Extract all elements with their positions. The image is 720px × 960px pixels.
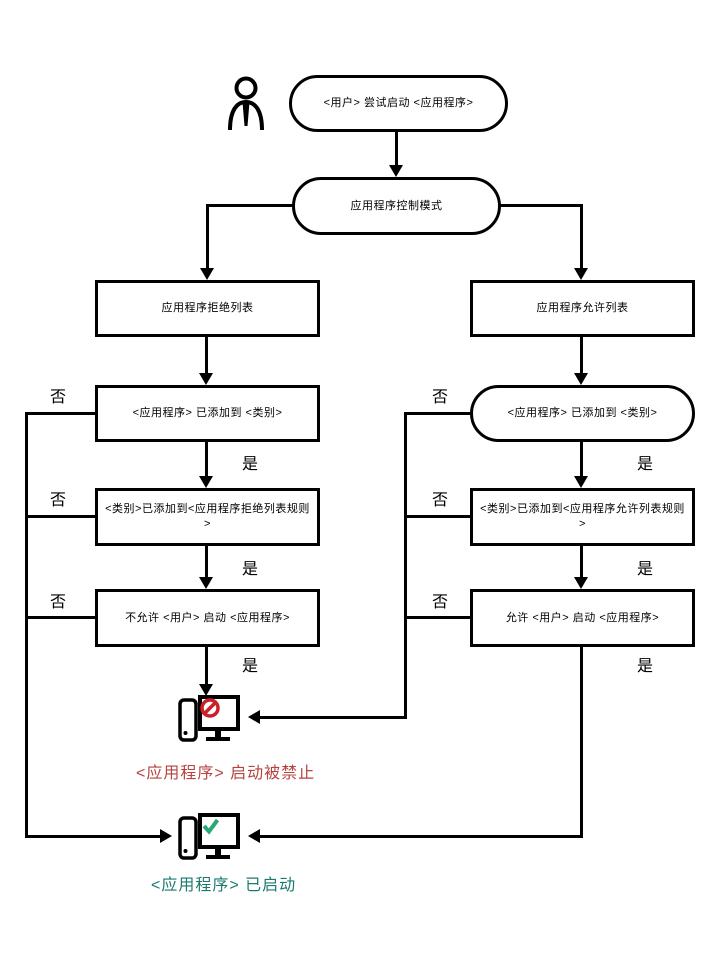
arrowhead-start-to-mode (389, 165, 403, 177)
node-deny-app-in-category: <应用程序> 已添加到 <类别> (95, 385, 320, 442)
label-allow-no-2: 否 (432, 492, 450, 509)
edge-deny-yes-1 (205, 442, 208, 477)
edge-allowlist-down (580, 337, 583, 374)
node-allowlist: 应用程序允许列表 (470, 280, 695, 337)
edge-deny-no-1 (25, 412, 95, 415)
edge-mode-to-denylist-v (206, 204, 209, 268)
arrowhead-allow-no-to-blocked (248, 710, 260, 724)
arrowhead-deny-no-to-started (160, 829, 172, 843)
node-allowlist-label: 应用程序允许列表 (536, 302, 629, 315)
node-allow-category-in-rules-label: <类别>已添加到<应用程序允许列表规则> (480, 503, 685, 530)
node-denylist-label: 应用程序拒绝列表 (161, 302, 254, 315)
label-deny-no-2: 否 (50, 492, 68, 509)
edge-allow-no-to-blocked (260, 716, 407, 719)
node-allow-launch-rule: 允许 <用户> 启动 <应用程序> (470, 589, 695, 647)
label-allow-no-1: 否 (432, 389, 450, 406)
node-deny-category-in-rules: <类别>已添加到<应用程序拒绝列表规则> (95, 488, 320, 546)
result-blocked-label: <应用程序> 启动被禁止 (136, 765, 316, 782)
label-allow-yes-2: 是 (637, 561, 655, 578)
edge-allow-yes-3-v (580, 647, 583, 838)
edge-deny-no-to-started (25, 835, 160, 838)
computer-started-icon (178, 813, 246, 868)
arrowhead-deny-yes-1 (199, 476, 213, 488)
arrowhead-deny-yes-3 (199, 684, 213, 696)
node-allow-app-in-category: <应用程序> 已添加到 <类别> (470, 385, 695, 442)
node-allow-launch-rule-label: 允许 <用户> 启动 <应用程序> (505, 611, 660, 624)
edge-allow-no-1 (405, 412, 470, 415)
node-deny-launch-rule-label: 不允许 <用户> 启动 <应用程序> (125, 611, 290, 624)
node-allow-category-in-rules: <类别>已添加到<应用程序允许列表规则> (470, 488, 695, 546)
edge-mode-to-allowlist-h (500, 204, 583, 207)
node-start: <用户> 尝试启动 <应用程序> (289, 75, 508, 132)
arrowhead-deny-yes-2 (199, 577, 213, 589)
node-denylist: 应用程序拒绝列表 (95, 280, 320, 337)
edge-allow-no-3 (405, 616, 470, 619)
label-deny-yes-2: 是 (242, 561, 260, 578)
edge-allow-yes-2 (580, 546, 583, 578)
edge-mode-to-allowlist-v (580, 204, 583, 268)
label-deny-no-3: 否 (50, 594, 68, 611)
node-deny-app-in-category-label: <应用程序> 已添加到 <类别> (132, 407, 283, 420)
edge-deny-no-rail (25, 412, 28, 838)
edge-deny-yes-2 (205, 546, 208, 578)
arrowhead-mode-to-denylist (200, 268, 214, 280)
label-deny-yes-3: 是 (242, 658, 260, 675)
node-start-label: <用户> 尝试启动 <应用程序> (323, 97, 474, 110)
edge-mode-to-denylist-h (206, 204, 293, 207)
edge-deny-no-2 (25, 515, 95, 518)
node-deny-launch-rule: 不允许 <用户> 启动 <应用程序> (95, 589, 320, 647)
label-deny-yes-1: 是 (242, 456, 260, 473)
node-control-mode: 应用程序控制模式 (292, 177, 501, 235)
label-deny-no-1: 否 (50, 389, 68, 406)
node-allow-app-in-category-label: <应用程序> 已添加到 <类别> (507, 407, 658, 420)
edge-deny-yes-3 (205, 647, 208, 685)
result-started-label: <应用程序> 已启动 (151, 877, 297, 894)
node-deny-category-in-rules-label: <类别>已添加到<应用程序拒绝列表规则> (105, 503, 310, 530)
node-control-mode-label: 应用程序控制模式 (350, 199, 443, 212)
edge-allow-no-2 (405, 515, 470, 518)
arrowhead-mode-to-allowlist (574, 268, 588, 280)
edge-deny-no-3 (25, 616, 95, 619)
edge-allow-yes-1 (580, 442, 583, 477)
user-icon (226, 76, 266, 137)
arrowhead-allow-yes-2 (574, 577, 588, 589)
edge-allow-no-rail (404, 412, 407, 717)
arrowhead-denylist-down (199, 373, 213, 385)
label-allow-no-3: 否 (432, 594, 450, 611)
label-allow-yes-1: 是 (637, 456, 655, 473)
edge-start-to-mode (395, 132, 398, 167)
arrowhead-allow-yes-1 (574, 476, 588, 488)
computer-blocked-icon (178, 695, 246, 750)
arrowhead-allowlist-down (574, 373, 588, 385)
arrowhead-allow-to-started (248, 829, 260, 843)
edge-denylist-down (205, 337, 208, 374)
label-allow-yes-3: 是 (637, 658, 655, 675)
edge-allow-yes-3-h (260, 835, 580, 838)
